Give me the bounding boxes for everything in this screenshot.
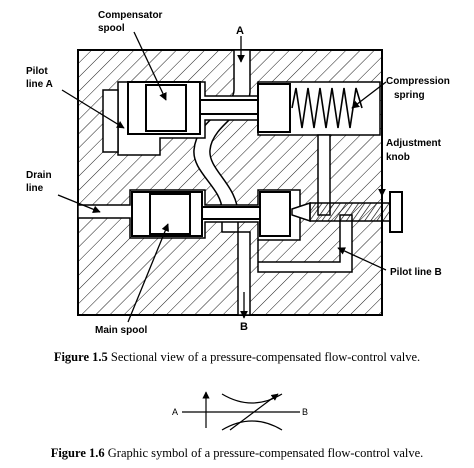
- label-port-a: A: [236, 25, 244, 37]
- label-main-spool: Main spool: [95, 325, 147, 336]
- symbol-port-b: B: [302, 407, 308, 417]
- caption-figure-1-6-text: Graphic symbol of a pressure-compensated…: [104, 446, 424, 460]
- label-port-b: B: [240, 321, 248, 333]
- main-spool: [131, 191, 291, 237]
- label-pilot-a-line1: Pilot: [26, 66, 48, 77]
- label-compression-line1: Compression: [386, 76, 450, 87]
- leader-lines: [57, 31, 387, 323]
- compression-spring: [291, 87, 363, 129]
- caption-figure-1-5-text: Sectional view of a pressure-compensated…: [107, 350, 421, 364]
- label-drain-line1: Drain: [26, 170, 52, 181]
- caption-figure-1-5-number: Figure 1.5: [53, 350, 108, 364]
- label-drain-line2: line: [26, 183, 44, 194]
- label-compensator-line1: Compensator: [98, 10, 163, 21]
- label-compression-line2: spring: [394, 90, 425, 101]
- label-compensator-line2: spool: [98, 23, 125, 34]
- caption-figure-1-5: Figure 1.5 Sectional view of a pressure-…: [0, 350, 474, 365]
- caption-figure-1-6: Figure 1.6 Graphic symbol of a pressure-…: [0, 446, 474, 461]
- label-adjustment-line1: Adjustment: [386, 138, 442, 149]
- diagram-labels: Compensator spool Pilot line A Drain lin…: [26, 10, 450, 336]
- flow-control-symbol: [182, 391, 300, 431]
- label-pilot-b: Pilot line B: [390, 267, 442, 278]
- caption-figure-1-6-number: Figure 1.6: [50, 446, 105, 460]
- label-adjustment-line2: knob: [386, 152, 410, 163]
- label-pilot-a-line2: line A: [26, 79, 53, 90]
- symbol-port-a: A: [172, 407, 178, 417]
- adjustment-screw: [291, 191, 403, 233]
